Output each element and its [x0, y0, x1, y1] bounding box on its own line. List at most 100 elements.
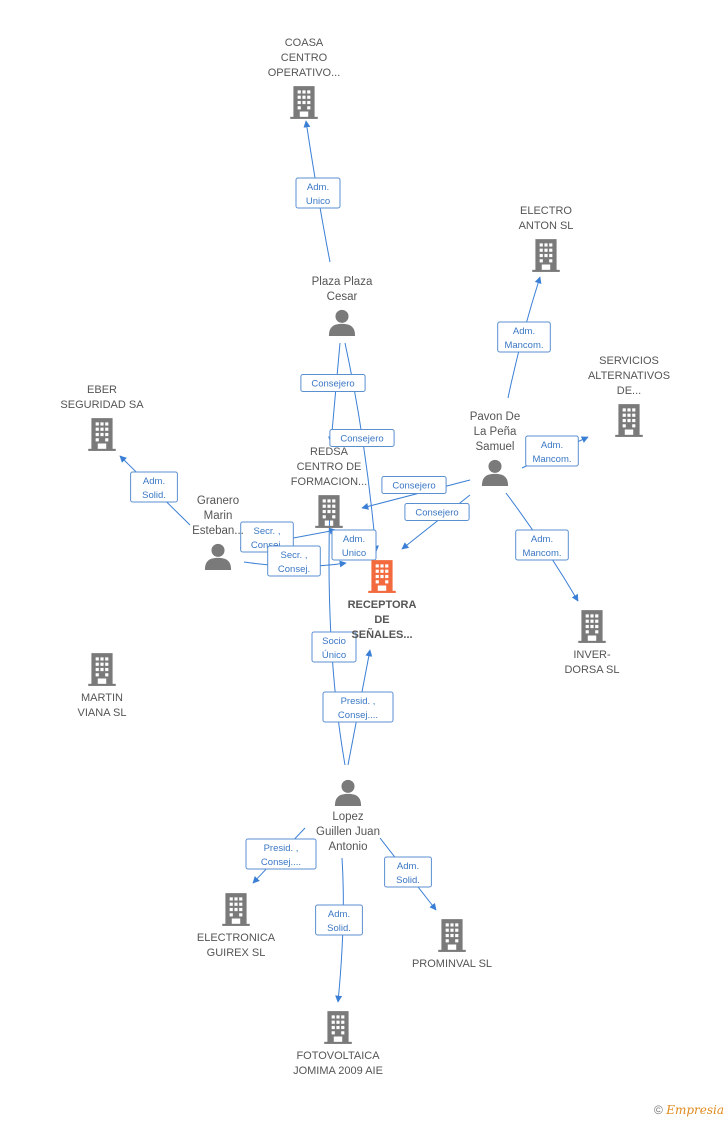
node-label: ANTON SL [519, 220, 574, 232]
node-label: JOMIMA 2009 AIE [293, 1065, 383, 1077]
edge-label-pavon-to-redsa[interactable]: Consejero [381, 476, 447, 494]
edge-label-text: Consej. [251, 540, 283, 551]
edge-label-text: Socio [322, 636, 346, 647]
edge-label-granero-to-receptora[interactable]: Secr. , Consej. [267, 545, 321, 577]
node-label: Cesar [327, 291, 358, 303]
edge-label-plaza-to-receptora[interactable]: Consejero [329, 429, 395, 447]
edge-label-box [331, 529, 377, 561]
node-label: CENTRO [281, 52, 328, 64]
edge-label-lopez-to-electronica[interactable]: Adm.Solid. [384, 856, 432, 888]
node-label: DE [374, 614, 389, 626]
edge-label-text: Secr. , [281, 550, 308, 561]
edge-label-text: Adm. [541, 440, 563, 451]
edge-label-granero-to-martin_viana[interactable]: Adm. Unico [331, 529, 377, 561]
edge-label-box [300, 374, 366, 392]
node-receptora[interactable]: RECEPTORA DE SEÑALES... [348, 560, 417, 641]
edge-label-pavon-to-receptora[interactable]: Consejero [404, 503, 470, 521]
node-label: Granero [197, 495, 239, 507]
edge-label-text: Consej.... [261, 857, 301, 868]
edge-label-text: Solid. [327, 923, 351, 934]
node-electro_anton[interactable]: ELECTRO ANTON SL [519, 205, 574, 272]
node-label: Marin [204, 510, 233, 522]
edge-label-pavon-to-electro_anton[interactable]: Adm.Mancom. [497, 321, 551, 353]
building-icon [290, 86, 318, 119]
edge-label-plaza-to-coasa[interactable]: Adm.Unico [295, 177, 341, 209]
node-label: INVER- [573, 649, 611, 661]
node-label: ALTERNATIVOS [588, 370, 670, 382]
edge-label-text: Secr. , [254, 526, 281, 537]
edge-label-text: Mancom. [504, 340, 543, 351]
brand-logo[interactable]: Empresia [666, 1103, 724, 1117]
edge-plaza-to-redsa [328, 342, 341, 444]
edge-label-box [381, 476, 447, 494]
edge-label-text: Consejero [340, 434, 383, 445]
edge-label-text: Adm. [143, 476, 165, 487]
edge-label-granero-to-eber[interactable]: Adm.Solid. [130, 471, 178, 503]
node-label: MARTIN [81, 692, 123, 704]
person-icon [204, 543, 232, 570]
node-inver_dorsa[interactable]: INVER-DORSA SL [564, 610, 620, 676]
edge-label-text: Adm. [531, 534, 553, 545]
node-label: La Peña [474, 426, 517, 438]
node-label: SERVICIOS [599, 355, 659, 367]
edge-label-box [525, 435, 579, 467]
edge-label-text: Consejero [311, 379, 354, 390]
edge-label-box [240, 521, 294, 553]
edge-label-text: Consej. [278, 564, 310, 575]
node-label: EBER [87, 384, 117, 396]
edge-label-text: Adm. [328, 909, 350, 920]
building-icon [532, 239, 560, 272]
node-label: Lopez [332, 811, 364, 823]
building-icon [88, 653, 116, 686]
edge-label-text: Mancom. [522, 548, 561, 559]
edge-label-box [245, 838, 317, 870]
edge-label-pavon-to-servicios[interactable]: Adm.Mancom. [525, 435, 579, 467]
building-icon [324, 1011, 352, 1044]
edge-label-text: Presid. , [341, 696, 376, 707]
edge-label-text: Consej.... [338, 710, 378, 721]
edge-label-text: Único [322, 650, 346, 661]
node-label: REDSA [310, 446, 349, 458]
building-icon [578, 610, 606, 643]
edge-label-text: Adm. [307, 182, 329, 193]
edge-label-pavon-to-inver_dorsa[interactable]: Adm. Mancom. [515, 529, 569, 561]
copyright-symbol: © [654, 1103, 663, 1117]
node-label: PROMINVAL SL [412, 958, 492, 970]
edge-label-lopez-to-receptora[interactable]: Presid. , Consej.... [245, 838, 317, 870]
edge-label-text: Adm. [343, 534, 365, 545]
edge-label-lopez-to-redsa[interactable]: Presid. , Consej.... [322, 691, 394, 723]
building-icon [222, 893, 250, 926]
edge-label-lopez-to-prominval[interactable]: Adm. Solid. [315, 904, 363, 936]
edge-label-text: Unico [342, 548, 366, 559]
node-fotovoltaica[interactable]: FOTOVOLTAICA JOMIMA 2009 AIE [293, 1011, 383, 1077]
building-icon [438, 919, 466, 952]
node-prominval[interactable]: PROMINVAL SL [412, 919, 492, 970]
edge-label-box [130, 471, 178, 503]
edge-label-plaza-to-redsa[interactable]: Consejero [300, 374, 366, 392]
edge-label-text: Consejero [392, 481, 435, 492]
node-servicios[interactable]: SERVICIOSALTERNATIVOSDE... [588, 355, 670, 437]
person-icon [328, 309, 356, 336]
node-label: Esteban... [192, 525, 244, 537]
node-label: ELECTRO [520, 205, 572, 217]
node-label: SEÑALES... [351, 628, 412, 641]
edge-label-granero-to-redsa[interactable]: Secr. , Consej. [240, 521, 294, 553]
node-label: Pavon De [470, 411, 521, 423]
node-coasa[interactable]: COASACENTROOPERATIVO... [268, 37, 341, 119]
edge-label-box [315, 904, 363, 936]
building-icon [368, 560, 396, 593]
edge-label-box [295, 177, 341, 209]
node-granero[interactable]: GraneroMarinEsteban... [192, 495, 244, 570]
node-label: RECEPTORA [348, 599, 417, 611]
edge-label-text: Presid. , [264, 843, 299, 854]
node-label: FOTOVOLTAICA [296, 1050, 380, 1062]
edge-label-box [311, 631, 357, 663]
